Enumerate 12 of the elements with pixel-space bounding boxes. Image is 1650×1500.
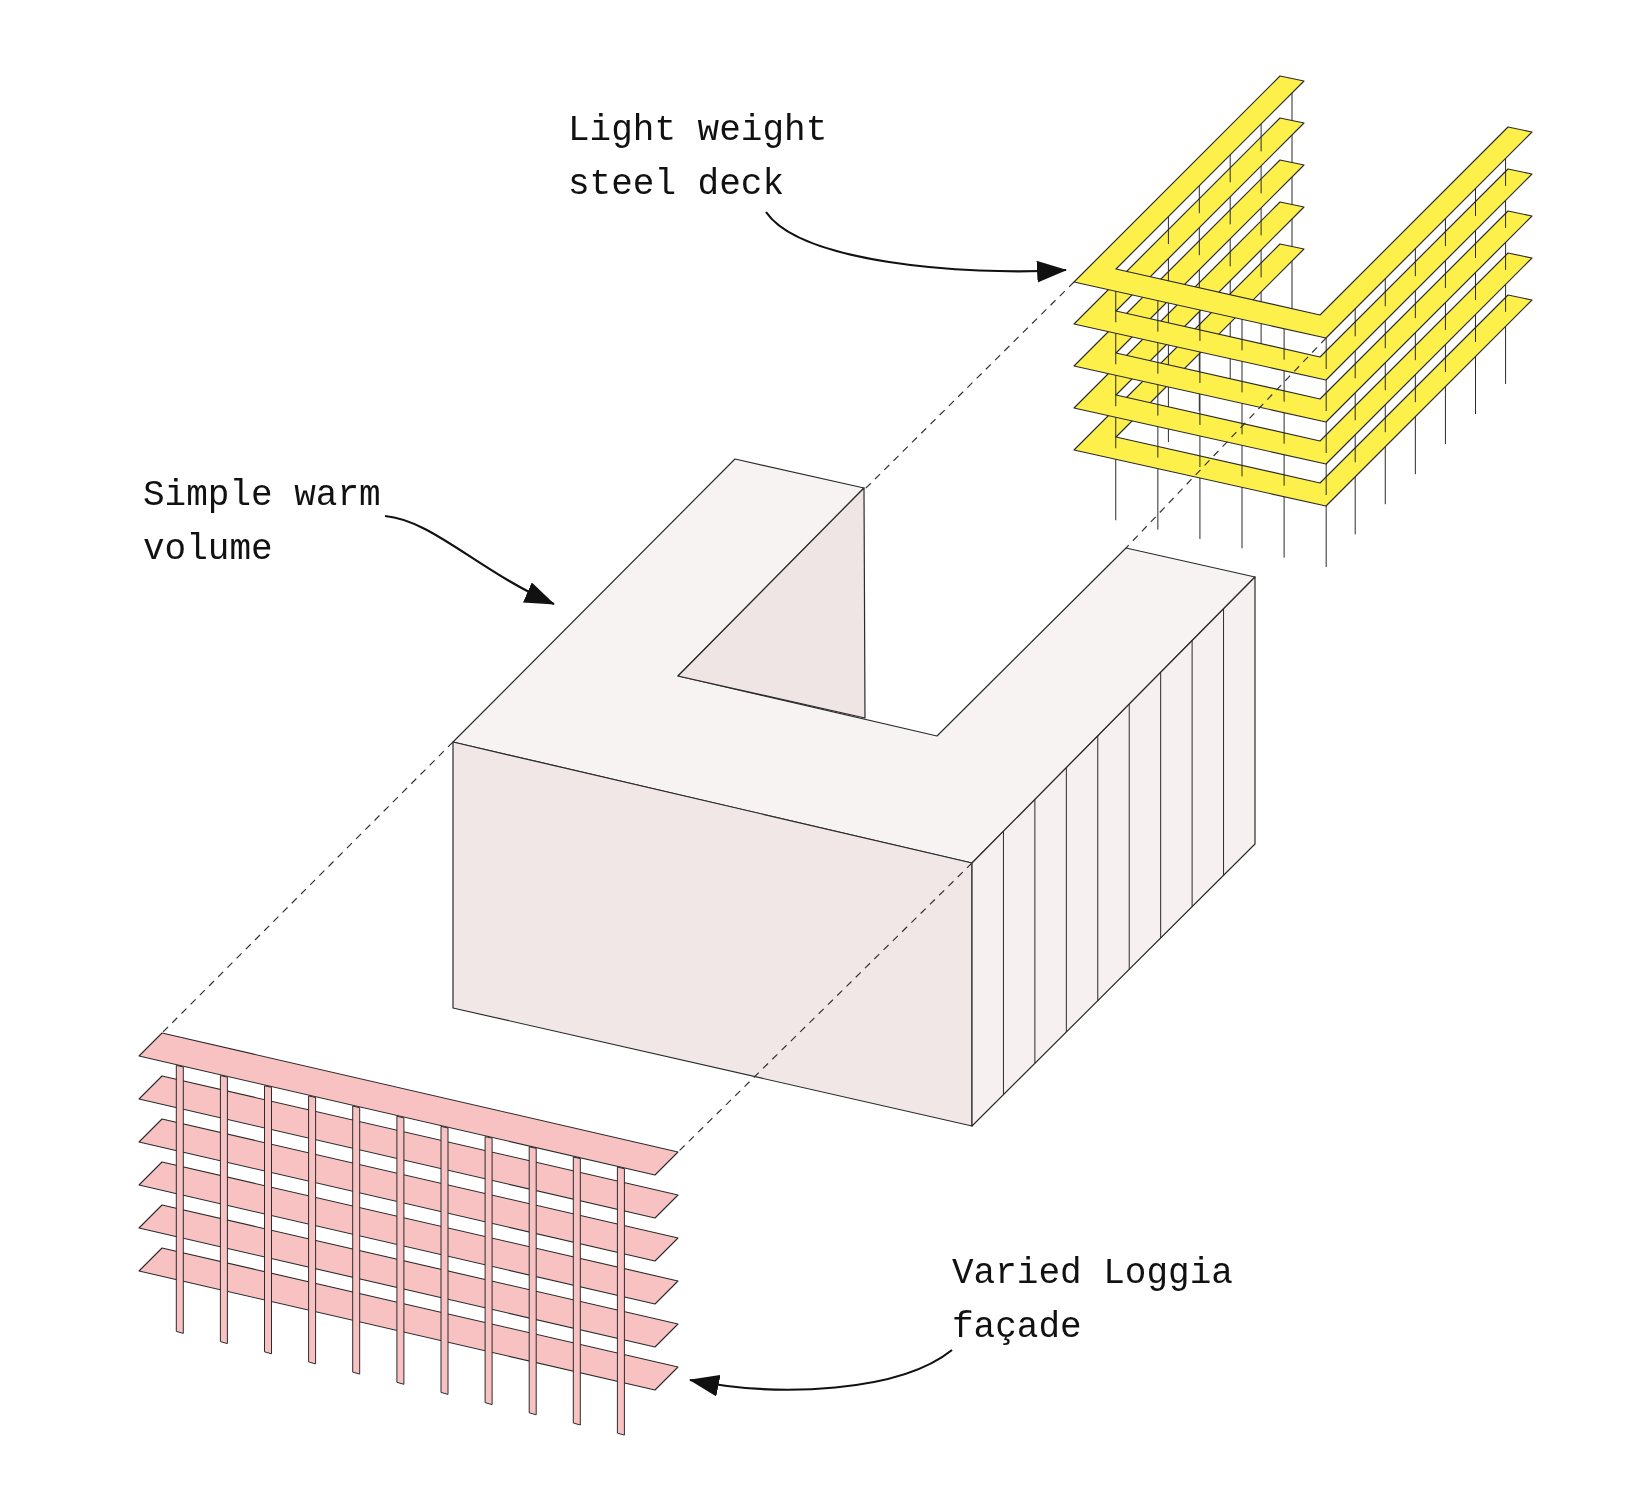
callout-text: Simple warm volume [143, 469, 385, 577]
dashed-guide-line [864, 281, 1075, 490]
dashed-guide-line [161, 741, 454, 1034]
floor-slab-frame-drawing [1073, 75, 1533, 568]
callout-text: Light weight steel deck [568, 104, 832, 212]
leader-arrow [765, 211, 1067, 283]
u-shaped-block-drawing [452, 458, 1256, 1127]
leader-arrow [689, 1349, 953, 1396]
callout-text: Varied Loggia façade [952, 1247, 1238, 1355]
dashed-guide-line [677, 862, 973, 1153]
leader-arrow [384, 514, 555, 605]
facade-grid-drawing [138, 1032, 679, 1436]
